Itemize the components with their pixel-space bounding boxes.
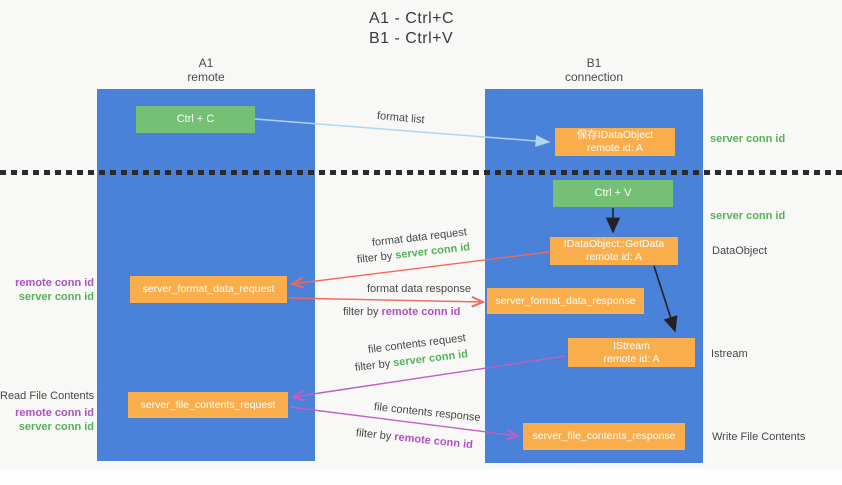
left-read-file-contents-label: Read File Contents [0,390,95,402]
istream-line1: IStream [613,339,650,352]
format-list-label: format list [376,110,426,127]
server-file-contents-response-label: server_file_contents_response [532,430,676,442]
lifeline-b1-name: B1 [586,56,602,70]
lifeline-header-a1: A1 remote [97,56,315,84]
lifeline-header-b1: B1 connection [485,56,703,84]
server-file-contents-request-label: server_file_contents_request [140,398,276,411]
istream-box: IStream remote id: A [568,338,695,367]
arrow-format-data-response [288,298,483,302]
save-dataobject-line2: remote id: A [586,142,643,154]
lifeline-b1-role: connection [564,70,624,84]
server-file-contents-request-box: server_file_contents_request [128,392,288,418]
remote-conn-id-text: remote conn id [381,306,461,318]
left-server-conn-id-top: server conn id [18,291,94,303]
filter-by-remote-conn-id-label-2: filter by remote conn id [355,427,473,451]
getdata-box: IDataObject::GetData remote id: A [550,237,678,265]
server-format-data-request-box: server_format_data_request [130,276,287,303]
ctrl-c-box: Ctrl + C [136,106,255,133]
copy-paste-divider-line [0,170,842,175]
format-data-response-label: format data response [367,283,471,295]
server-format-data-response-label: server_format_data_response [495,294,636,307]
filter-by-text: filter by [354,357,391,374]
save-dataobject-line1: 保存IDataObject [576,129,654,141]
left-server-conn-id-bottom: server conn id [18,421,94,433]
ctrl-c-label: Ctrl + C [176,113,215,125]
filter-by-text: filter by [343,306,379,318]
lifeline-a1-role: remote [187,70,225,84]
istream-line2: remote id: A [603,352,660,365]
remote-conn-id-text: remote conn id [393,431,474,452]
getdata-line2: remote id: A [585,251,642,263]
right-istream-label: Istream [711,348,748,360]
footer-strip [0,470,842,485]
save-dataobject-box: 保存IDataObject remote id: A [555,128,675,156]
left-remote-conn-id-top: remote conn id [15,277,94,289]
title-line-1: A1 - Ctrl+C [369,10,455,27]
right-write-file-contents-label: Write File Contents [712,431,806,443]
right-dataobject-label: DataObject [712,245,768,257]
ctrl-v-label: Ctrl + V [594,187,632,199]
server-format-data-request-label: server_format_data_request [142,283,275,295]
left-remote-conn-id-bottom: remote conn id [15,407,94,419]
ctrl-v-box: Ctrl + V [553,180,673,207]
server-file-contents-response-box: server_file_contents_response [523,423,685,450]
getdata-line1: IDataObject::GetData [563,238,665,250]
filter-by-text: filter by [355,427,392,443]
right-server-conn-id-mid: server conn id [710,210,786,222]
filter-by-remote-conn-id-label-1: filter by remote conn id [343,306,460,318]
server-format-data-response-box: server_format_data_response [487,288,644,314]
file-contents-response-label: file contents response [373,401,482,425]
diagram-title: A1 - Ctrl+C B1 - Ctrl+V [369,9,454,49]
lifeline-a1-name: A1 [198,56,214,70]
right-server-conn-id-top: server conn id [710,133,786,145]
filter-by-text: filter by [356,250,393,266]
title-line-2: B1 - Ctrl+V [369,30,454,47]
